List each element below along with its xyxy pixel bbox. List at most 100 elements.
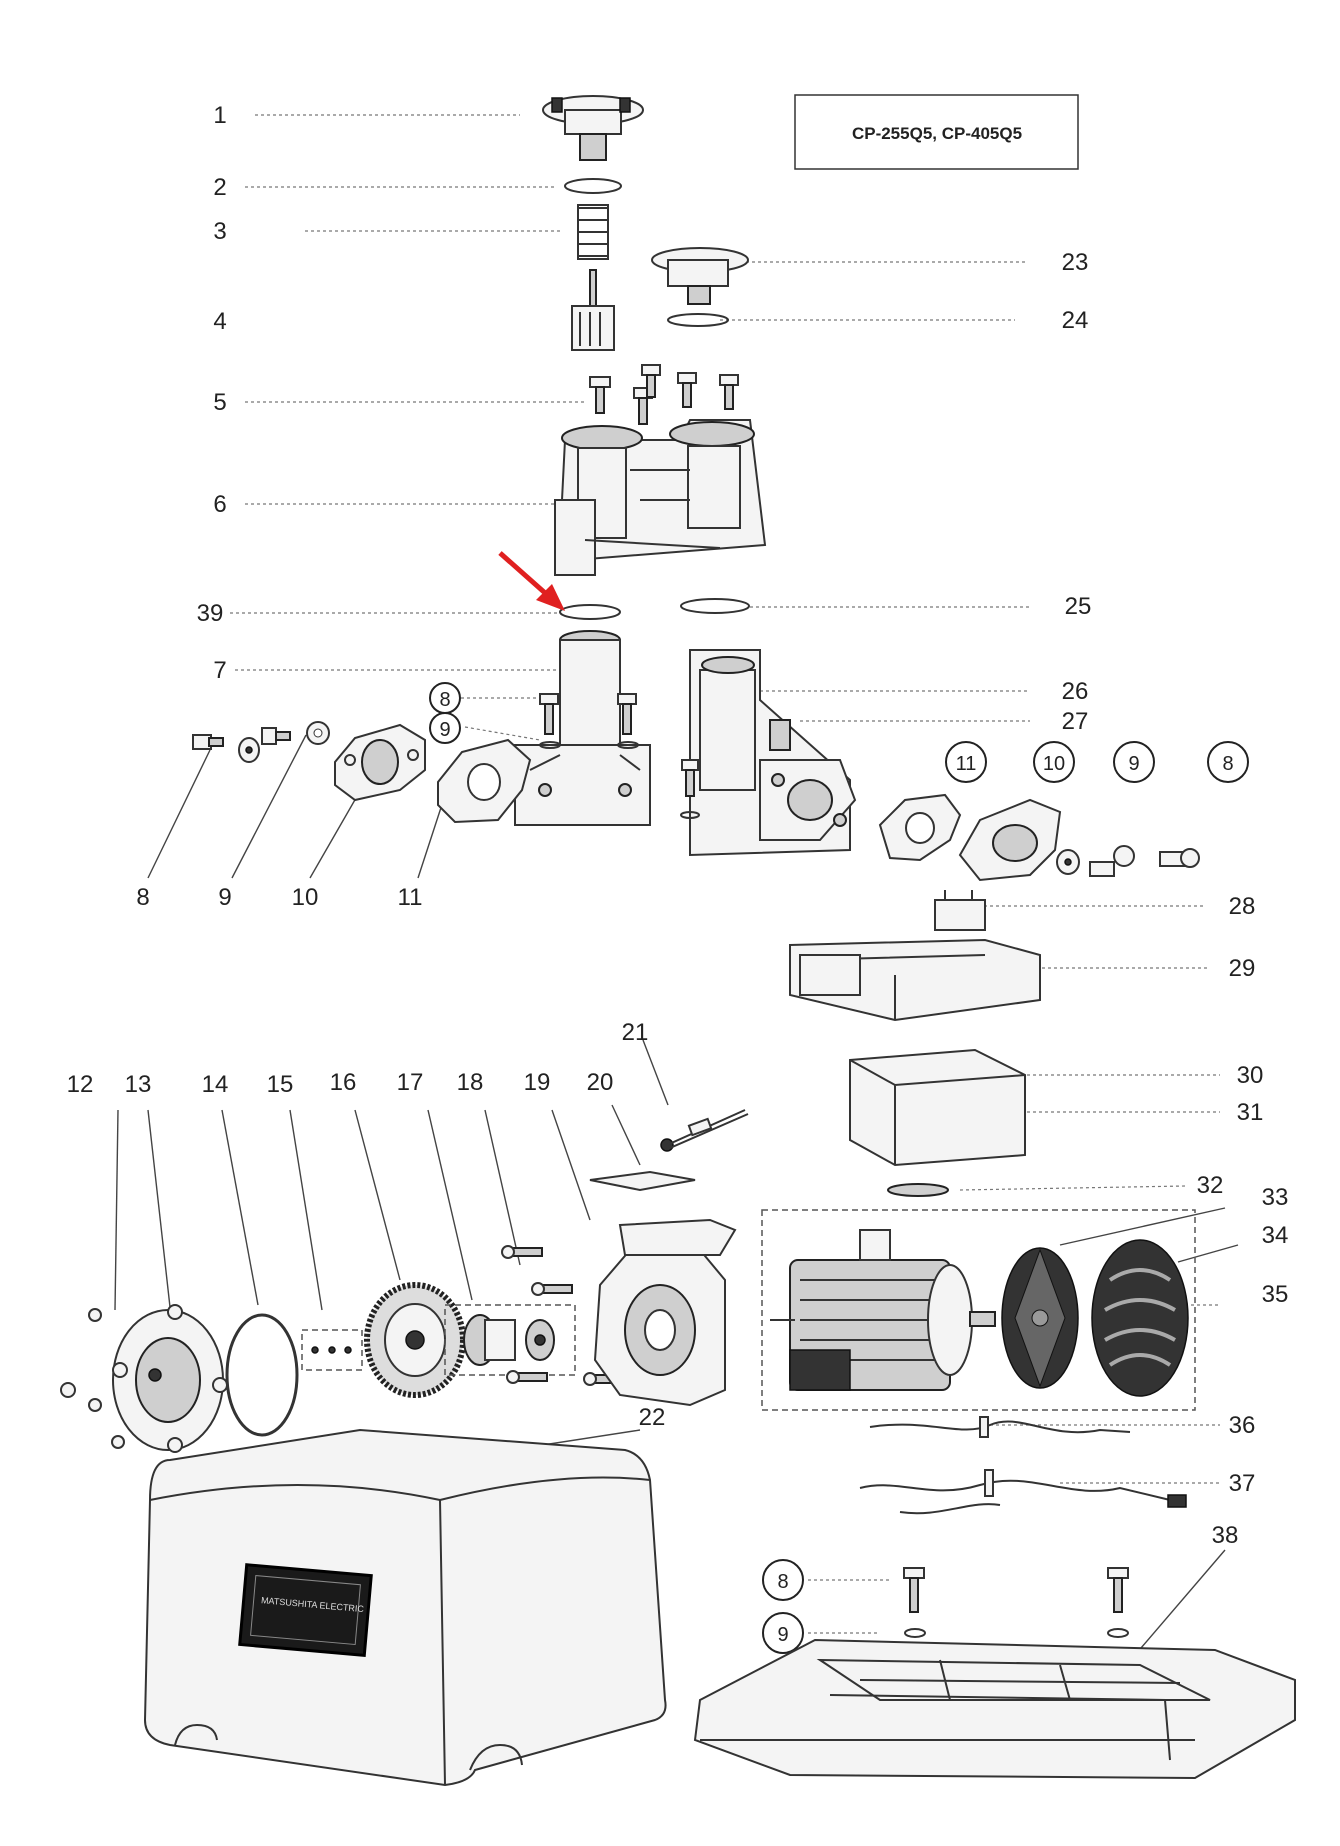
callout-5: 5: [213, 389, 226, 416]
callout-18: 18: [457, 1069, 484, 1096]
motor-assembly-box: [761, 1209, 1196, 1411]
circled-8-right: 8: [1222, 753, 1233, 775]
highlight-arrow: [498, 551, 565, 611]
part-17-bushing-set: [444, 1304, 576, 1376]
model-label: CP-255Q5, CP-405Q5: [852, 124, 1022, 143]
callout-14: 14: [202, 1071, 229, 1098]
callout-25: 25: [1065, 593, 1092, 620]
base-bolts-8: [903, 1567, 1129, 1613]
part-33-motor: [770, 1229, 996, 1391]
callout-31: 31: [1237, 1099, 1264, 1126]
base-washers-9: [904, 1628, 1129, 1638]
callout-16: 16: [330, 1069, 357, 1096]
left-bolts-8: [539, 693, 637, 735]
part-29-terminal-box: [789, 938, 1041, 1022]
callout-23: 23: [1062, 249, 1089, 276]
part-24-gasket: [667, 313, 729, 327]
part-30-31-cover: [849, 1048, 1026, 1167]
left-washers-9: [539, 741, 639, 749]
right-bolt-8-lower: [680, 759, 700, 819]
callout-33: 33: [1262, 1184, 1289, 1211]
circled-8-left: 8: [439, 689, 450, 711]
callout-32: 32: [1197, 1172, 1224, 1199]
part-7-tank-pipe: [514, 630, 651, 826]
part-2-o-ring: [564, 178, 622, 194]
callout-4: 4: [213, 308, 226, 335]
part-26-27-valve-housing: [689, 649, 857, 857]
callout-26: 26: [1062, 678, 1089, 705]
callout-35: 35: [1262, 1281, 1289, 1308]
part-34-fan: [1001, 1247, 1079, 1389]
part-20-plate: [589, 1170, 696, 1192]
part-6-pump-head: [554, 419, 767, 576]
right-part-8-bolts: [1089, 845, 1200, 877]
callout-13: 13: [125, 1071, 152, 1098]
part-5-screws: [589, 364, 739, 425]
part-19-pump-housing: [593, 1218, 737, 1407]
callout-2: 2: [213, 174, 226, 201]
callout-27: 27: [1062, 708, 1089, 735]
callout-15: 15: [267, 1071, 294, 1098]
part-35-fan-cover: [1091, 1239, 1189, 1397]
part-11-gasket: [437, 738, 532, 824]
callout-39: 39: [197, 600, 224, 627]
callout-21: 21: [622, 1019, 649, 1046]
part-10-flange: [334, 723, 426, 802]
callout-29: 29: [1229, 955, 1256, 982]
left-washer-nut-9: [238, 721, 330, 763]
callout-30: 30: [1237, 1062, 1264, 1089]
callout-8: 8: [136, 884, 149, 911]
circled-10-right: 10: [1043, 753, 1065, 775]
part-25-o-ring: [680, 598, 750, 614]
callout-11: 11: [398, 884, 423, 911]
callout-9: 9: [218, 884, 231, 911]
callout-6: 6: [213, 491, 226, 518]
circled-9-right: 9: [1128, 753, 1139, 775]
part-22-cover: MATSUSHITA ELECTRIC: [143, 1428, 667, 1787]
callout-3: 3: [213, 218, 226, 245]
part-37-power-cord: [859, 1469, 1187, 1515]
callout-34: 34: [1262, 1222, 1289, 1249]
part-28-capacitor: [934, 890, 986, 931]
part-21-sensor: [660, 1109, 749, 1152]
part-38-base: [693, 1638, 1296, 1780]
part-12-screws: [60, 1308, 125, 1449]
part-15-pins: [301, 1329, 363, 1371]
part-36-cord: [869, 1416, 1131, 1438]
callout-24: 24: [1062, 307, 1089, 334]
part-23-cap: [651, 247, 749, 305]
callout-7: 7: [213, 657, 226, 684]
circled-9-base: 9: [777, 1624, 788, 1646]
callout-1: 1: [213, 102, 226, 129]
part-3-spring: [577, 204, 609, 260]
callout-37: 37: [1229, 1470, 1256, 1497]
right-part-9-washer: [1056, 849, 1080, 875]
callout-17: 17: [397, 1069, 424, 1096]
part-1-valve-cap: [542, 95, 644, 161]
circled-9-left: 9: [439, 719, 450, 741]
circled-8-base: 8: [777, 1571, 788, 1593]
callout-22: 22: [639, 1404, 666, 1431]
nameplate: MATSUSHITA ELECTRIC: [238, 1563, 373, 1657]
callout-numbers: 1 2 3 4 5 6 39 7 8 9 10 11 23 24 25 26 2…: [67, 102, 1289, 1549]
callout-12: 12: [67, 1071, 94, 1098]
model-label-box: CP-255Q5, CP-405Q5: [794, 94, 1079, 170]
circled-11-right: 11: [956, 753, 977, 775]
circled-callouts: 8 9 11 10 9 8 8 9: [429, 682, 1249, 1654]
part-39-o-ring-highlighted: [559, 604, 621, 620]
part-16-gear: [364, 1282, 466, 1398]
callout-10: 10: [292, 884, 319, 911]
right-part-10-flange: [958, 798, 1062, 882]
left-bolt-8-small: [192, 734, 224, 750]
callout-28: 28: [1229, 893, 1256, 920]
callout-20: 20: [587, 1069, 614, 1096]
part-13-end-cover: [112, 1304, 228, 1453]
part-14-seal-ring: [225, 1313, 299, 1437]
part-32-gasket: [887, 1183, 949, 1197]
part-4-valve-body: [571, 269, 615, 351]
callout-36: 36: [1229, 1412, 1256, 1439]
callout-19: 19: [524, 1069, 551, 1096]
callout-38: 38: [1212, 1522, 1239, 1549]
right-part-11-gasket: [878, 793, 962, 862]
